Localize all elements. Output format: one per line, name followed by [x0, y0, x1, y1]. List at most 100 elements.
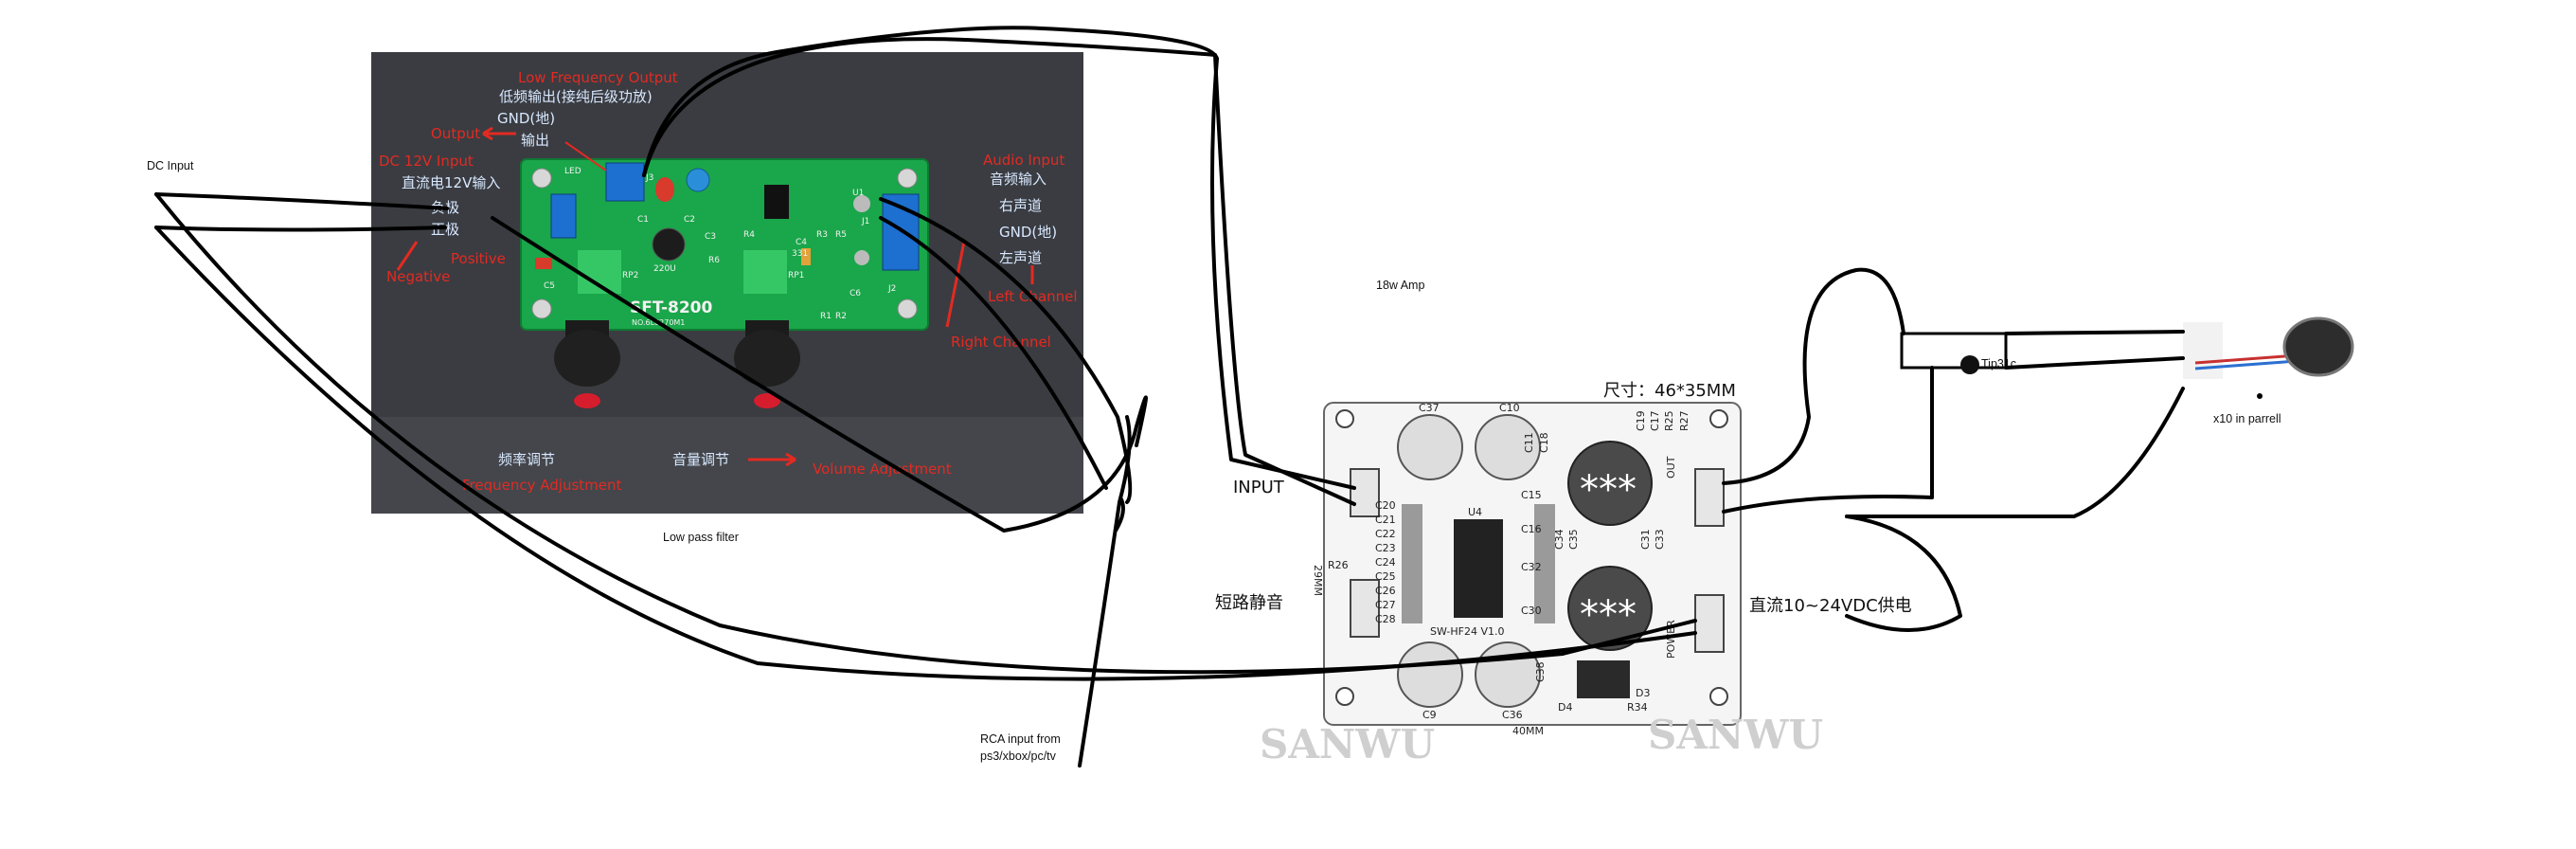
dc12v-input-label: DC 12V Input [379, 153, 474, 170]
wire-out-to-transistor [1722, 267, 1905, 485]
svg-text:R27: R27 [1678, 410, 1690, 431]
pcb-mark: C2 [684, 215, 695, 225]
pcb-mark: R1 [820, 312, 832, 321]
svg-text:C35: C35 [1567, 529, 1580, 550]
volume-adjust-cn-label: 音量调节 [672, 451, 729, 468]
frequency-knob [554, 330, 620, 387]
pcb-mark: U1 [852, 189, 864, 198]
pcb-mark: 331 [792, 249, 808, 259]
frequency-adjust-cn-label: 频率调节 [498, 451, 555, 468]
input-terminal [1350, 468, 1380, 517]
filter-model: SFT-8200 [630, 298, 712, 317]
pcb-mark: RP1 [788, 271, 804, 280]
pcb-mark: C4 [796, 238, 807, 247]
frequency-adjust-label: Frequency Adjustment [462, 477, 621, 494]
negative-en-label: Negative [386, 268, 450, 285]
svg-text:C28: C28 [1375, 613, 1396, 625]
wire-motor-return [1845, 387, 2185, 518]
svg-text:***: *** [1580, 468, 1637, 512]
wire-dc-negative [154, 192, 449, 210]
svg-text:D4: D4 [1558, 701, 1572, 714]
wire-dc-ground-to-amp [154, 226, 1697, 681]
svg-text:C25: C25 [1375, 570, 1396, 583]
left-channel-cn-label: 左声道 [999, 249, 1042, 266]
svg-text:C31: C31 [1639, 529, 1652, 550]
wire-loop-left [491, 216, 1148, 533]
filter-ic [764, 185, 789, 219]
audio-input-cn-label: 音频输入 [990, 171, 1046, 188]
amp-ic [1454, 519, 1503, 618]
pcb-mark: R3 [816, 230, 828, 240]
svg-text:C32: C32 [1521, 561, 1542, 573]
low-pass-filter-label: Low pass filter [663, 531, 739, 544]
volume-adjust-label: Volume Adjustment [813, 461, 952, 478]
low-frequency-output-label: Low Frequency Output [518, 69, 678, 86]
pcb-mark: R6 [708, 256, 720, 265]
pcb-mark: LED [564, 167, 581, 176]
mute-terminal [1350, 579, 1380, 638]
low-frequency-output-cn: 低频输出(接纯后级功放) [499, 88, 653, 105]
svg-text:C9: C9 [1422, 709, 1437, 721]
pcb-mark: 220U [653, 264, 676, 274]
pcb-mark: J2 [887, 284, 896, 294]
pcb-mark: C5 [544, 281, 555, 291]
watermark-left: SANWU [1260, 721, 1435, 768]
wire-filter-gnd [642, 37, 1356, 506]
pcb-mark: C6 [850, 289, 861, 298]
svg-text:C34: C34 [1553, 529, 1565, 550]
amp-height-label: 29MM [1312, 565, 1324, 596]
svg-text:C18: C18 [1538, 432, 1550, 453]
svg-text:C16: C16 [1521, 523, 1542, 535]
svg-text:C20: C20 [1375, 499, 1396, 512]
gnd2-cn-label: GND(地) [999, 224, 1057, 241]
transistor-tip31c [1960, 355, 1979, 374]
output-cn-label: 输出 [521, 132, 549, 149]
output-en-label: Output [431, 125, 480, 142]
motors-label: x10 in parrell [2213, 412, 2281, 425]
wires [154, 26, 2185, 768]
wire-rca-input [1078, 415, 1132, 768]
power-terminal [1694, 594, 1725, 653]
svg-text:C24: C24 [1375, 556, 1396, 569]
wire-out-gnd [1722, 366, 1934, 514]
filter-pcb [520, 158, 929, 331]
motor-body [2282, 316, 2354, 377]
pcb-mark: J1 [861, 217, 869, 226]
svg-text:C11: C11 [1523, 432, 1535, 453]
inductor [1567, 441, 1653, 526]
low-pass-filter-photo: SFT-8200 NO.6L6270M1 LED J3 C1 C2 220U R… [371, 52, 1083, 514]
right-channel-label: Right Channel [951, 334, 1051, 351]
svg-text:C19: C19 [1635, 410, 1647, 431]
svg-text:R26: R26 [1328, 559, 1349, 571]
svg-text:C30: C30 [1521, 605, 1542, 617]
svg-text:C26: C26 [1375, 585, 1396, 597]
pcb-mark: C3 [705, 232, 716, 242]
wire-filter-output [642, 26, 1219, 177]
dc-input-label: DC Input [147, 159, 194, 172]
pcb-mark: R2 [835, 312, 847, 321]
watermark-right: SANWU [1648, 712, 1823, 758]
amp-size-label: 尺寸：46*35MM [1603, 381, 1736, 401]
amp-board-image: 尺寸：46*35MM *** *** U4 SW-HF24 V1.0 INPUT… [1215, 381, 1912, 768]
svg-text:D3: D3 [1636, 687, 1650, 699]
transistor-frame [1900, 332, 2008, 370]
pcb-mark: R5 [835, 230, 847, 240]
svg-text:C38: C38 [1534, 661, 1547, 682]
svg-text:U4: U4 [1468, 506, 1482, 518]
rca-input-label-1: RCA input from [980, 732, 1061, 746]
svg-text:C37: C37 [1419, 402, 1440, 414]
pcb-mark: J3 [645, 173, 653, 183]
svg-text:C22: C22 [1375, 528, 1396, 540]
svg-text:C21: C21 [1375, 514, 1396, 526]
terminal-output [605, 162, 645, 202]
pcb-mark: C1 [637, 215, 649, 225]
svg-text:C17: C17 [1649, 410, 1661, 431]
svg-text:C33: C33 [1654, 529, 1666, 550]
terminal-dc [550, 193, 577, 239]
vibration-motor: x10 in parrell [2183, 316, 2354, 425]
diode-d3 [1577, 660, 1630, 698]
wire-transistor-to-motor [2004, 330, 2185, 335]
svg-text:C36: C36 [1502, 709, 1523, 721]
output-terminal [1694, 468, 1725, 527]
